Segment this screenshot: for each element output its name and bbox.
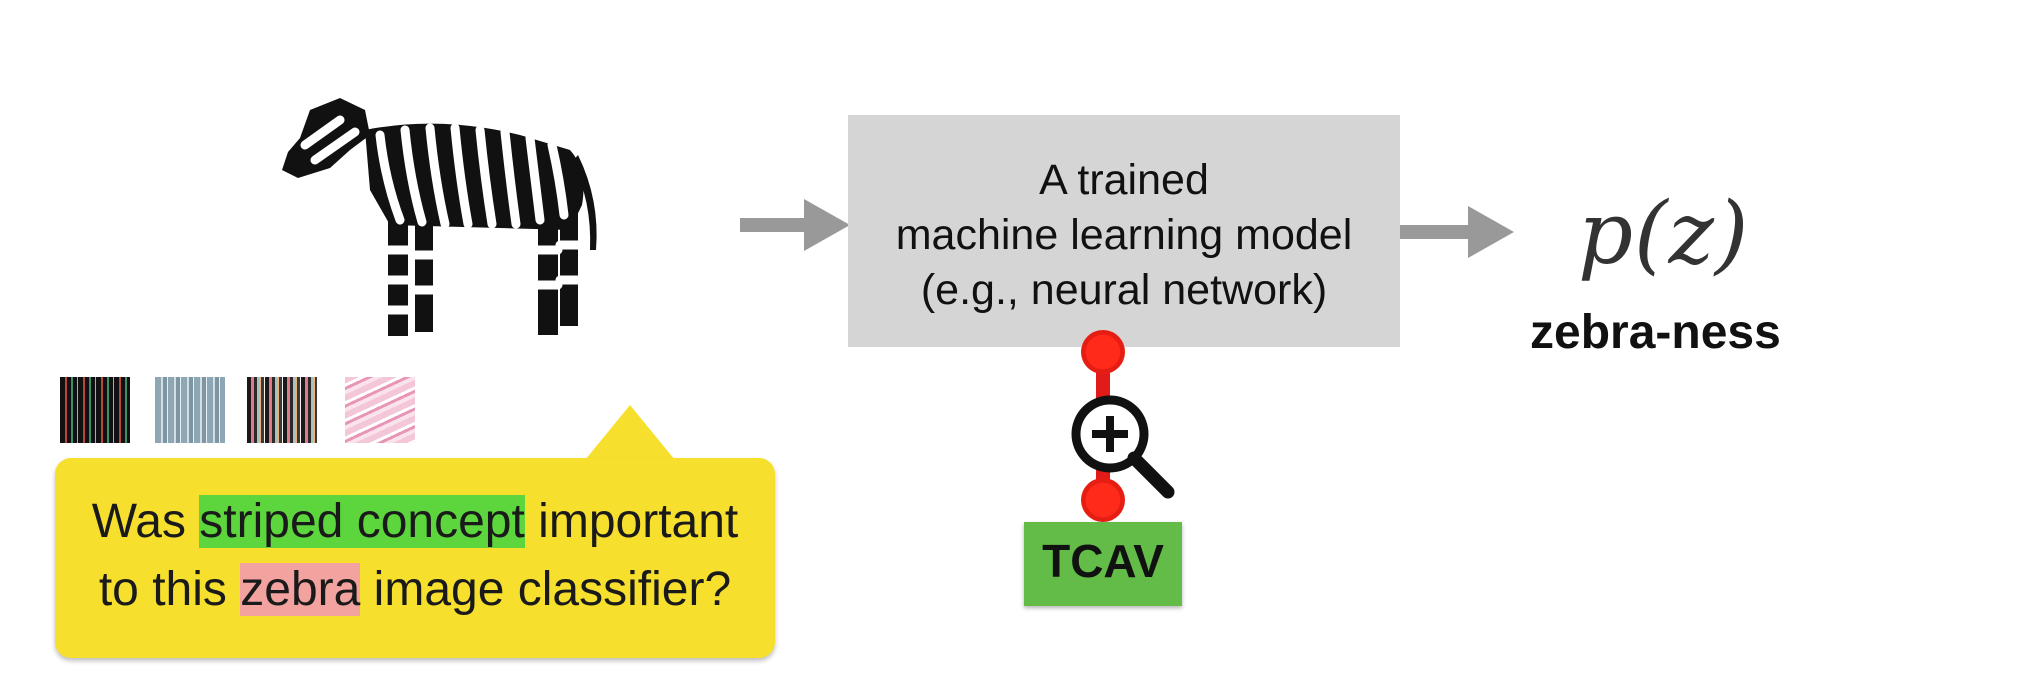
input-arrow-shaft	[740, 218, 806, 232]
tcav-label: TCAV	[1042, 535, 1164, 587]
model-box	[848, 115, 1400, 347]
output-arrow-shaft	[1400, 225, 1470, 239]
striped-concept-swatch	[60, 377, 130, 443]
model-label-line: A trained	[1039, 156, 1209, 204]
zebra-icon	[282, 98, 597, 336]
arrow-right-icon	[1468, 206, 1514, 258]
striped-concept-swatch	[247, 377, 317, 443]
question-text-part: image classifier?	[360, 563, 732, 616]
model-label: A trained machine learning model (e.g., …	[848, 153, 1400, 318]
question-text-part: Was	[91, 495, 200, 548]
tcav-box	[1024, 522, 1182, 606]
probe-node	[1081, 478, 1125, 522]
probe-node	[1081, 330, 1125, 374]
concept-highlight: striped concept	[199, 495, 525, 548]
question-text-part: to this	[98, 563, 241, 616]
output-label: zebra-ness	[1530, 306, 1781, 359]
arrow-right-icon	[804, 199, 850, 251]
model-label-line: machine learning model	[895, 211, 1353, 259]
question-text-part: important	[524, 495, 739, 548]
striped-concept-swatch	[345, 377, 415, 443]
model-label-line: (e.g., neural network)	[920, 266, 1328, 314]
class-highlight: zebra	[240, 563, 361, 616]
output-formula: p(z)	[1578, 184, 1750, 284]
magnifier-plus-icon	[1071, 395, 1175, 499]
striped-concept-swatch	[155, 377, 225, 443]
question-callout	[55, 458, 775, 658]
callout-pointer	[585, 405, 675, 460]
question-text: Was striped concept important to this ze…	[55, 488, 775, 624]
